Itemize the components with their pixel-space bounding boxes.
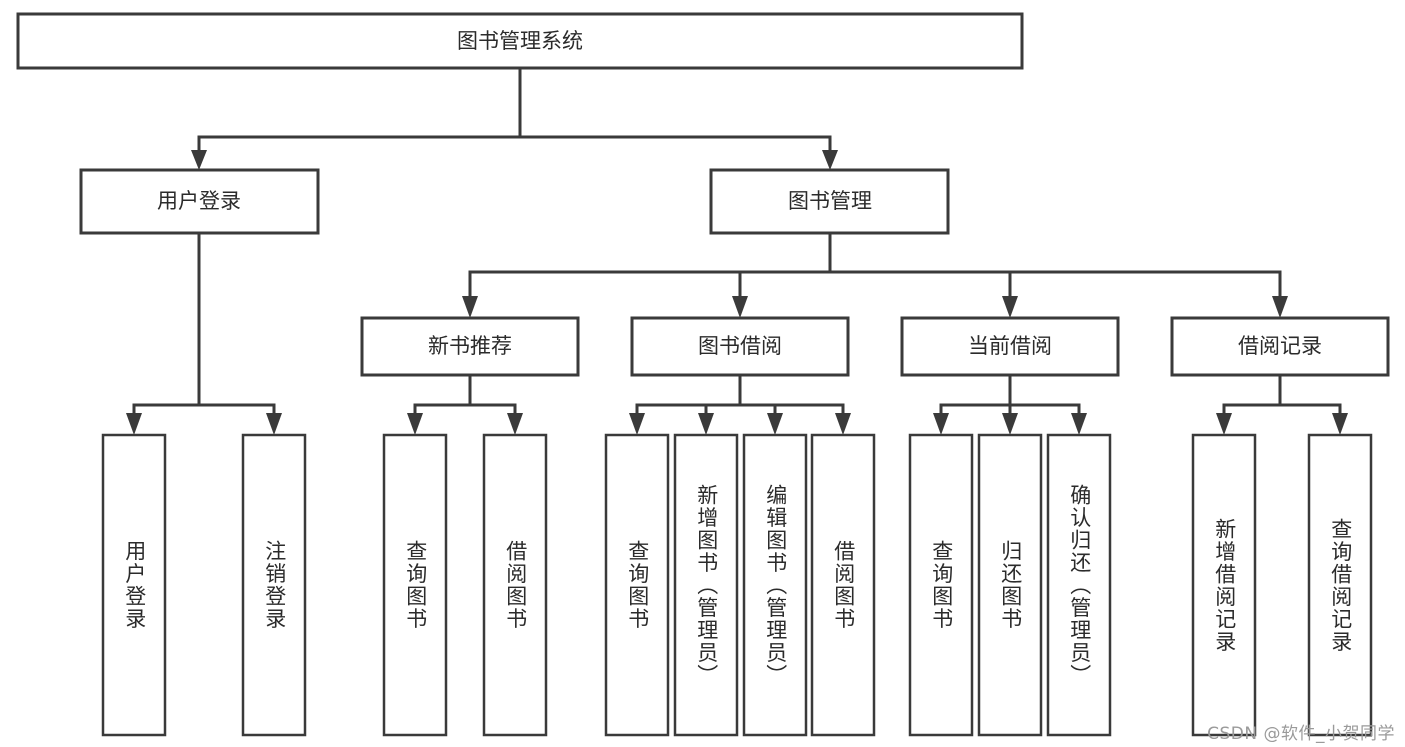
leaf-current-borrow-return-box[interactable] — [977, 433, 1043, 737]
leaf-book-borrow-borrow-box[interactable] — [810, 433, 876, 737]
node-root[interactable]: 图书管理系统 — [16, 12, 1024, 70]
leaf-borrow-record-add-box[interactable] — [1191, 433, 1257, 737]
node-root-label: 图书管理系统 — [457, 29, 583, 53]
leaf-user-login-logout-box[interactable] — [241, 433, 307, 737]
leaf-current-borrow-return[interactable]: 归还图书 — [977, 433, 1043, 737]
leaf-new-book-borrow-box[interactable] — [482, 433, 548, 737]
leaf-current-borrow-query-fo: 查询图书 — [929, 540, 954, 630]
arrow-head-bb-leaf-1 — [629, 413, 645, 435]
arrow-head-user-login — [191, 150, 207, 170]
leaf-book-borrow-add-fo: 新增图书（管理员） — [694, 483, 719, 687]
leaf-new-book-query-label: 查询图书 — [403, 540, 428, 630]
leaf-borrow-record-add-fo: 新增借阅记录 — [1212, 517, 1237, 653]
leaf-new-book-borrow-fo: 借阅图书 — [503, 540, 528, 630]
node-book-management[interactable]: 图书管理 — [709, 168, 950, 235]
node-user-login-box[interactable] — [79, 168, 320, 235]
node-current-borrow[interactable]: 当前借阅 — [900, 316, 1120, 377]
node-user-login-label: 用户登录 — [157, 189, 241, 213]
leaf-borrow-record-add-label: 新增借阅记录 — [1212, 517, 1237, 653]
leaf-book-borrow-query-box[interactable] — [604, 433, 670, 737]
node-borrow-record-box[interactable] — [1170, 316, 1390, 377]
leaf-borrow-record-add[interactable]: 新增借阅记录 — [1191, 433, 1257, 737]
arrow-head-leaf-user-login — [126, 413, 142, 435]
arrow-head-cb-leaf-2 — [1002, 413, 1018, 435]
csdn-watermark: CSDN @软件_小贺同学 — [1207, 724, 1395, 744]
leaf-borrow-record-query-label: 查询借阅记录 — [1328, 517, 1353, 653]
leaf-book-borrow-query[interactable]: 查询图书 — [604, 433, 670, 737]
leaf-book-borrow-edit-box[interactable] — [742, 433, 808, 737]
leaf-current-borrow-confirm-label: 确认归还（管理员） — [1067, 483, 1092, 687]
arrow-head-bb-leaf-3 — [767, 413, 783, 435]
leaf-user-login-login-box[interactable] — [101, 433, 167, 737]
node-current-borrow-label: 当前借阅 — [968, 334, 1052, 358]
arrow-head-nb-leaf-2 — [507, 413, 523, 435]
leaf-new-book-borrow-label: 借阅图书 — [503, 540, 528, 630]
leaf-book-borrow-add[interactable]: 新增图书（管理员） — [673, 433, 739, 737]
leaf-book-borrow-edit[interactable]: 编辑图书（管理员） — [742, 433, 808, 737]
leaf-current-borrow-query[interactable]: 查询图书 — [908, 433, 974, 737]
leaf-user-login-login-fo: 用户登录 — [122, 540, 147, 630]
leaf-current-borrow-confirm-box[interactable] — [1046, 433, 1112, 737]
leaf-borrow-record-query-fo: 查询借阅记录 — [1328, 517, 1353, 653]
arrow-head-nb-leaf-1 — [407, 413, 423, 435]
leaf-borrow-record-query-box[interactable] — [1307, 433, 1373, 737]
node-borrow-record[interactable]: 借阅记录 — [1170, 316, 1390, 377]
node-book-management-box[interactable] — [709, 168, 950, 235]
arrow-head-new-book — [462, 296, 478, 318]
leaf-user-login-logout[interactable]: 注销登录 — [241, 433, 307, 737]
leaf-book-borrow-borrow-fo: 借阅图书 — [831, 540, 856, 630]
arrow-head-br-leaf-2 — [1332, 413, 1348, 435]
leaf-user-login-logout-label: 注销登录 — [262, 540, 287, 630]
leaf-book-borrow-add-label: 新增图书（管理员） — [694, 483, 719, 687]
leaf-user-login-login-label: 用户登录 — [122, 540, 147, 630]
arrow-head-current-borrow — [1002, 296, 1018, 318]
leaf-book-borrow-edit-label: 编辑图书（管理员） — [763, 483, 788, 687]
node-book-borrow-label: 图书借阅 — [698, 334, 782, 358]
node-user-login[interactable]: 用户登录 — [79, 168, 320, 235]
leaf-current-borrow-return-label: 归还图书 — [998, 540, 1023, 630]
leaf-current-borrow-confirm-fo: 确认归还（管理员） — [1067, 483, 1092, 687]
node-borrow-record-label: 借阅记录 — [1238, 334, 1322, 358]
arrow-head-book-mgmt — [822, 150, 838, 170]
leaf-user-login-login[interactable]: 用户登录 — [101, 433, 167, 737]
leaf-borrow-record-query[interactable]: 查询借阅记录 — [1307, 433, 1373, 737]
node-book-borrow[interactable]: 图书借阅 — [630, 316, 850, 377]
leaf-user-login-logout-fo: 注销登录 — [262, 540, 287, 630]
arrow-head-br-leaf-1 — [1216, 413, 1232, 435]
arrow-head-bb-leaf-4 — [835, 413, 851, 435]
leaf-book-borrow-query-label: 查询图书 — [625, 540, 650, 630]
arrow-head-borrow-record — [1272, 296, 1288, 318]
leaf-current-borrow-confirm[interactable]: 确认归还（管理员） — [1046, 433, 1112, 737]
leaf-new-book-query[interactable]: 查询图书 — [382, 433, 448, 737]
leaf-book-borrow-edit-fo: 编辑图书（管理员） — [763, 483, 788, 687]
arrow-head-cb-leaf-3 — [1071, 413, 1087, 435]
arrow-head-leaf-logout — [266, 413, 282, 435]
leaf-current-borrow-query-label: 查询图书 — [929, 540, 954, 630]
leaf-current-borrow-query-box[interactable] — [908, 433, 974, 737]
node-new-book-recommend-label: 新书推荐 — [428, 334, 512, 358]
node-new-book-recommend[interactable]: 新书推荐 — [360, 316, 580, 377]
node-book-management-label: 图书管理 — [788, 189, 872, 213]
node-book-borrow-box[interactable] — [630, 316, 850, 377]
connector-layer — [126, 66, 1348, 435]
arrow-head-book-borrow — [732, 296, 748, 318]
arrow-head-cb-leaf-1 — [933, 413, 949, 435]
node-current-borrow-box[interactable] — [900, 316, 1120, 377]
leaf-book-borrow-query-fo: 查询图书 — [625, 540, 650, 630]
leaf-book-borrow-borrow[interactable]: 借阅图书 — [810, 433, 876, 737]
arrow-head-bb-leaf-2 — [698, 413, 714, 435]
leaf-book-borrow-add-box[interactable] — [673, 433, 739, 737]
leaf-new-book-query-box[interactable] — [382, 433, 448, 737]
leaf-new-book-borrow[interactable]: 借阅图书 — [482, 433, 548, 737]
leaf-book-borrow-borrow-label: 借阅图书 — [831, 540, 856, 630]
node-root-box[interactable] — [16, 12, 1024, 70]
node-new-book-recommend-box[interactable] — [360, 316, 580, 377]
leaf-current-borrow-return-fo: 归还图书 — [998, 540, 1023, 630]
leaf-new-book-query-fo: 查询图书 — [403, 540, 428, 630]
